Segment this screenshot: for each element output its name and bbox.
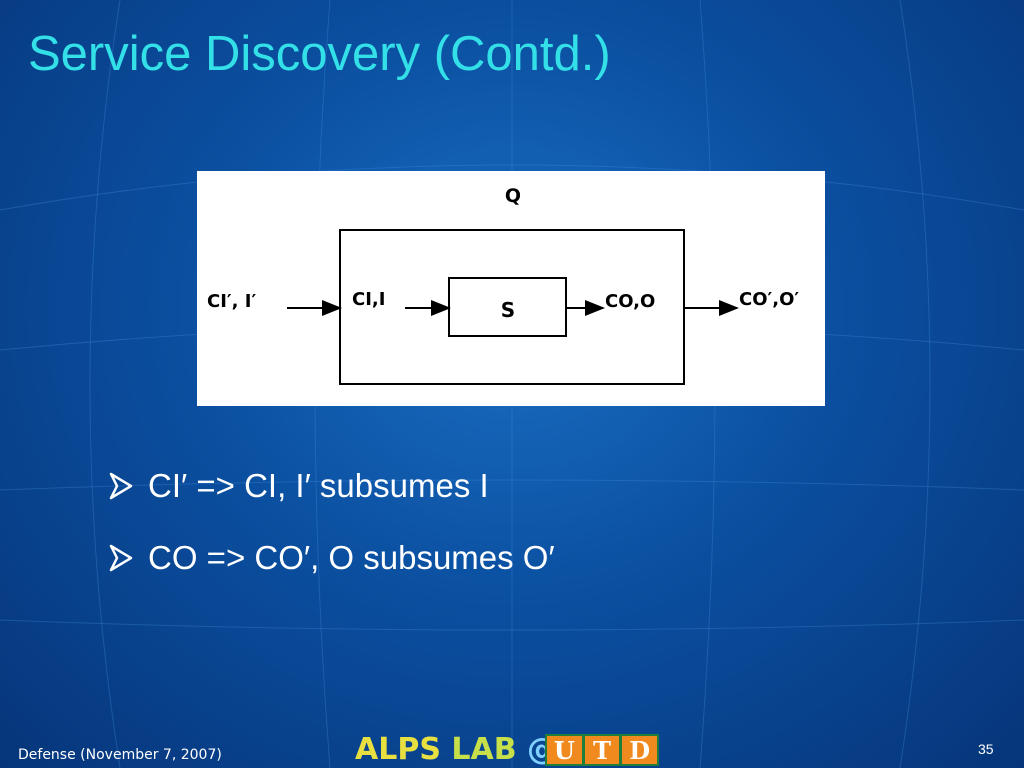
arrowhead-bullet-icon [109,472,133,500]
input-inner-label: CI,I [352,289,385,310]
output-inner-label: CO,O [605,291,655,312]
footer-text: Defense (November 7, 2007) [18,747,222,763]
input-outer-label: CI′, I′ [207,291,256,312]
bullet-text: CO => CO′, O subsumes O′ [148,539,555,576]
arrowhead-bullet-icon [109,544,133,572]
bullet-text: CI′ => CI, I′ subsumes I [148,467,489,504]
service-diagram: Q S CI′, I′ CI,I CO,O CO′,O′ [197,171,825,406]
output-outer-label: CO′,O′ [739,289,799,310]
logo-part-alps: ALPS [355,732,441,767]
slide-title: Service Discovery (Contd.) [28,27,611,81]
inner-label: S [501,298,515,322]
utd-letter: T [584,736,620,765]
utd-letter: D [622,736,658,765]
outer-label: Q [505,185,521,207]
logo-text: ALPS LAB @ [355,731,557,768]
bullet-item: CI′ => CI, I′ subsumes I [108,450,555,522]
logo-part-lab: LAB [451,732,517,767]
bullet-item: CO => CO′, O subsumes O′ [108,522,555,594]
utd-letter: U [547,736,582,765]
utd-badge: U T D [545,734,659,766]
bullet-list: CI′ => CI, I′ subsumes I CO => CO′, O su… [108,450,555,594]
alps-lab-utd-logo: ALPS LAB @ U T D [355,731,665,768]
page-number: 35 [978,741,994,757]
